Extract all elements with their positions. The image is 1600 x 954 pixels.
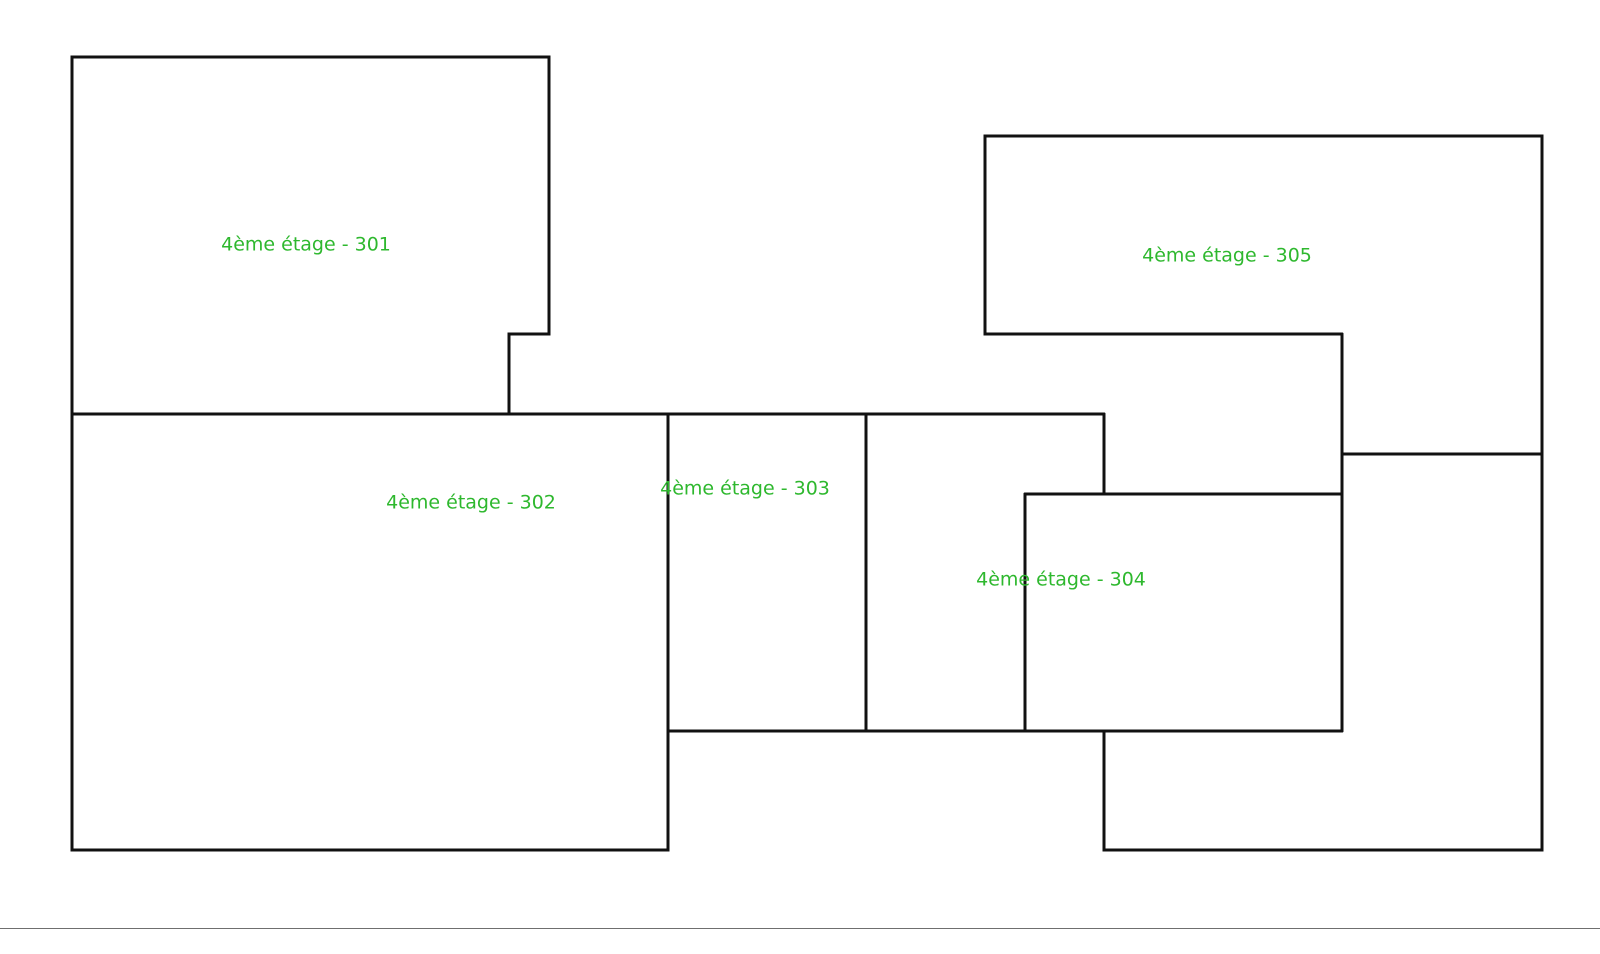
room-303-walls[interactable]: [666, 412, 1344, 733]
room-301-walls[interactable]: [70, 55, 551, 416]
room-303-label: 4ème étage - 303: [660, 478, 830, 500]
room-302-outline: [70, 412, 670, 852]
bottom-divider: [0, 928, 1600, 929]
room-302-label: 4ème étage - 302: [386, 492, 556, 514]
room-301-outline: [70, 55, 551, 416]
room-302-walls[interactable]: [70, 412, 670, 852]
room-305-outline: [983, 134, 1544, 852]
room-304-walls[interactable]: [1023, 332, 1344, 733]
room-304-label: 4ème étage - 304: [976, 569, 1146, 591]
room-305-walls[interactable]: [983, 134, 1544, 852]
room-305-label: 4ème étage - 305: [1142, 245, 1312, 267]
room-301-label: 4ème étage - 301: [221, 234, 391, 256]
